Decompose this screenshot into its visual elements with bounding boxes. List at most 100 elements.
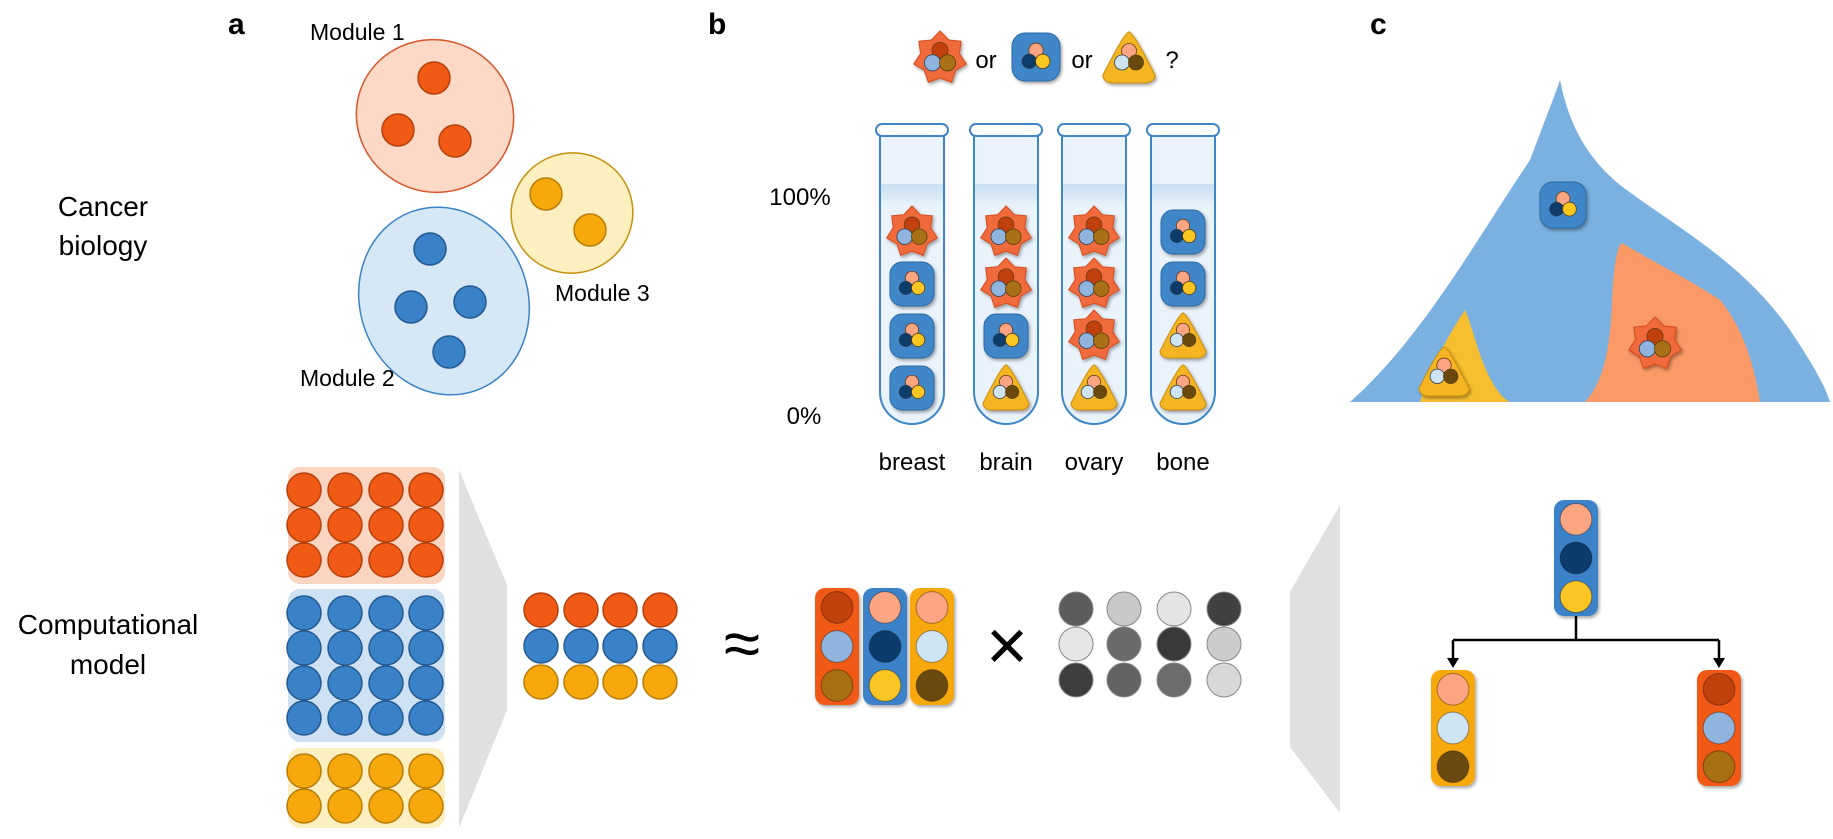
cell-organelle [1169, 280, 1184, 295]
tube-rim [1057, 123, 1131, 137]
reduced-cell-orange [563, 592, 599, 628]
cell-organelle [903, 216, 921, 233]
module3-cell [573, 213, 607, 247]
cell-organelle [1005, 280, 1022, 297]
cell-organelle [911, 280, 926, 295]
module2-cell [453, 285, 487, 319]
matrix-cell-blue [327, 595, 363, 631]
matrix-cell-blue [408, 630, 444, 666]
tree-root-column [1554, 500, 1598, 616]
cell-organelle [898, 384, 913, 399]
matrix-blue-block [288, 589, 445, 742]
cell-organelle [1005, 384, 1020, 399]
cell-organelle [1085, 268, 1103, 285]
axis-label-0: 0% [787, 403, 822, 430]
module2-cell [394, 290, 428, 324]
tube-rim [875, 123, 949, 137]
cell-orange-glyph [980, 205, 1032, 257]
tube-liquid-top [1152, 184, 1214, 206]
cell-organelle [1176, 322, 1191, 337]
cell-blue-glyph [1011, 32, 1061, 82]
cell-organelle [896, 228, 913, 245]
signature-column-yellow [910, 588, 954, 705]
cell-orange-glyph [1068, 205, 1120, 257]
reduced-matrix [523, 592, 678, 700]
cell-organelle [1169, 332, 1184, 347]
fish-cell-orange [1627, 316, 1683, 369]
weight-cell [1106, 662, 1142, 698]
matrix-cell-blue [408, 700, 444, 736]
cell-blue-glyph [1160, 261, 1206, 307]
tree-root-node [1554, 500, 1598, 616]
matrix-cell-orange [327, 472, 363, 508]
matrix-cell-yellow [286, 788, 322, 824]
tube-label: ovary [1065, 449, 1124, 476]
cell-organelle [905, 270, 920, 285]
cell-organelle [1429, 368, 1445, 384]
cell-orange-glyph [912, 30, 968, 83]
module1-ellipse [355, 38, 515, 194]
cell-orange-glyph [886, 205, 938, 257]
matrix-cell-blue [327, 630, 363, 666]
matrix-dots [286, 472, 444, 824]
tree-right-column [1697, 670, 1741, 786]
signature-column-yellow-dot [915, 630, 949, 663]
cell-organelle [1176, 270, 1191, 285]
matrix-cell-blue [286, 665, 322, 701]
matrix-cell-orange [408, 507, 444, 543]
matrix-cell-blue [368, 595, 404, 631]
cell-organelle [1093, 332, 1110, 349]
tube-brain: brain [969, 123, 1043, 476]
cell-organelle [1555, 191, 1571, 206]
cell-organelle [911, 332, 926, 347]
weight-cell [1106, 626, 1142, 662]
cell-organelle [1182, 228, 1197, 243]
cell-organelle [1182, 280, 1197, 295]
reduced-cell-yellow [642, 664, 678, 700]
cell-blue-glyph [983, 313, 1029, 359]
cell-organelle [999, 322, 1014, 337]
signature-column-orange [815, 588, 859, 705]
row-label-cancer-line2: biology [59, 230, 148, 261]
question-mark: ? [1165, 47, 1178, 74]
cell-organelle [1182, 332, 1197, 347]
matrix-cell-orange [368, 472, 404, 508]
cell-yellow-glyph [1159, 364, 1207, 411]
weight-cell [1206, 591, 1242, 627]
matrix-cell-yellow [408, 753, 444, 789]
cell-organelle [1169, 384, 1184, 399]
matrix-cell-orange [286, 542, 322, 578]
matrix-cell-blue [368, 700, 404, 736]
or-text-2: or [1071, 47, 1092, 74]
question-cell-yellow [1102, 31, 1156, 84]
cell-organelle [1121, 43, 1137, 59]
cell-organelle [1078, 280, 1095, 297]
module2-label: Module 2 [300, 365, 395, 391]
cell-orange-glyph [1627, 316, 1683, 369]
module3-cell [529, 177, 563, 211]
cell-yellow-glyph [1102, 31, 1156, 84]
tube-label: bone [1156, 449, 1209, 476]
fish-cell-yellow [1418, 346, 1470, 397]
matrix-cell-yellow [408, 788, 444, 824]
cell-organelle [1638, 340, 1656, 358]
matrix-cell-orange [368, 507, 404, 543]
cell-organelle [939, 54, 957, 72]
tube-bone: bone [1146, 123, 1220, 476]
question-cell-orange [912, 30, 968, 83]
cell-organelle [990, 228, 1007, 245]
cell-orange-glyph [1068, 309, 1120, 361]
times-symbol: × [986, 606, 1028, 686]
matrix-yellow-block [288, 748, 445, 828]
cell-organelle [992, 332, 1007, 347]
signature-column-orange-dot [820, 630, 854, 663]
cell-yellow-glyph [982, 364, 1030, 411]
reduced-cell-orange [602, 592, 638, 628]
row-label-computational-line2: model [70, 649, 146, 680]
cell-organelle [1005, 228, 1022, 245]
module1-label: Module 1 [310, 19, 405, 45]
tree-left-arrow [1447, 658, 1459, 668]
tube-label: breast [879, 449, 946, 476]
matrix-cell-blue [286, 700, 322, 736]
tubes: breast brain ovary bone [875, 123, 1220, 476]
